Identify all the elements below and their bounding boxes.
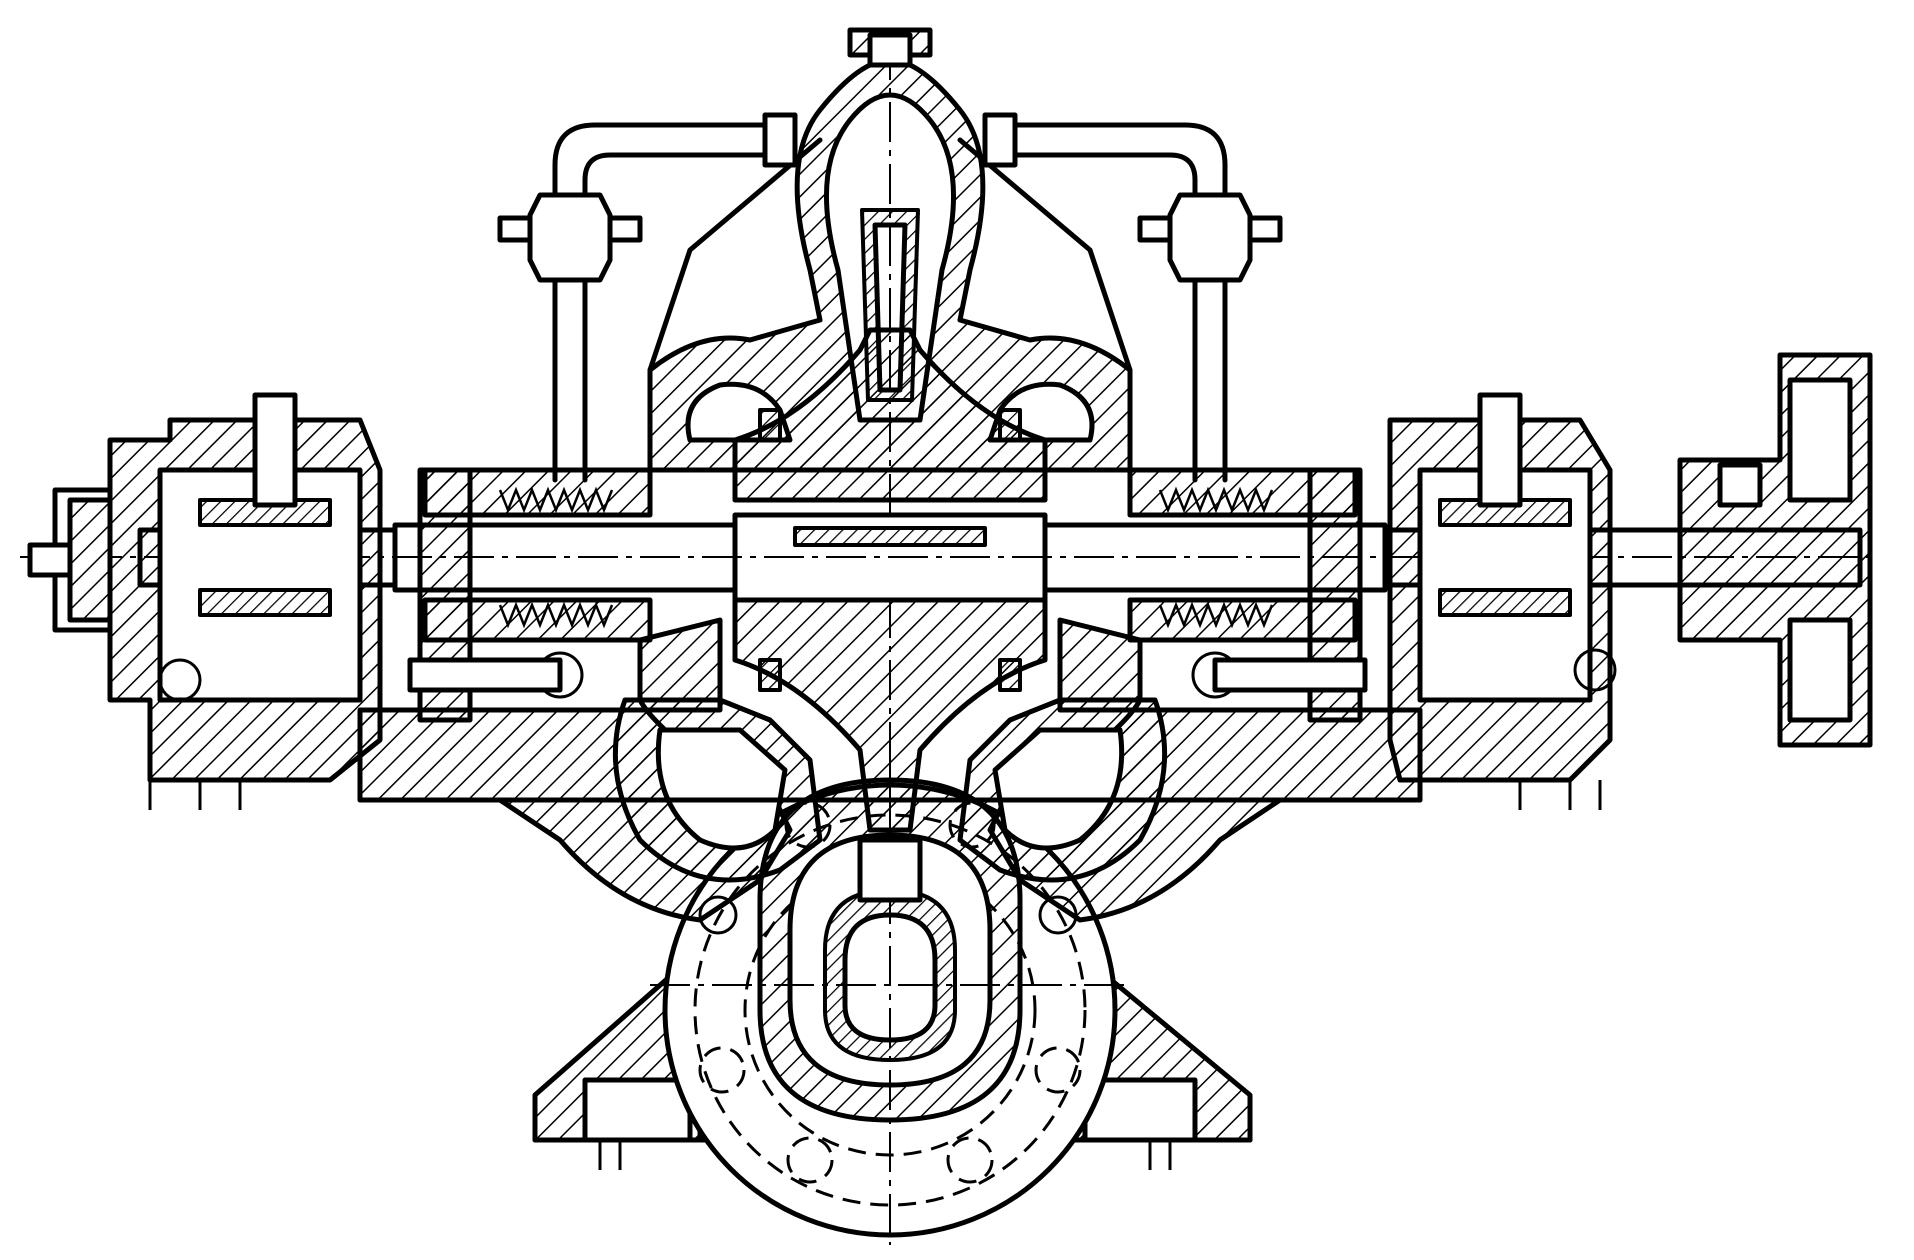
flange-bolt-holes [698, 801, 1082, 1184]
pipe-valve-right [1137, 192, 1283, 283]
stuffing-box-right [1127, 467, 1368, 723]
bearing-housing-left [27, 392, 383, 810]
shaft-coupling [1677, 352, 1873, 748]
pump-base-foot [532, 947, 1253, 1170]
seal-water-pipes [497, 112, 1283, 483]
suction-flange [650, 760, 1130, 1245]
impeller [732, 327, 1048, 903]
bearing-housing-right [1387, 392, 1617, 810]
stuffing-box-left [407, 467, 653, 723]
pipe-valve-left [497, 192, 643, 283]
lower-casing [357, 617, 1423, 923]
